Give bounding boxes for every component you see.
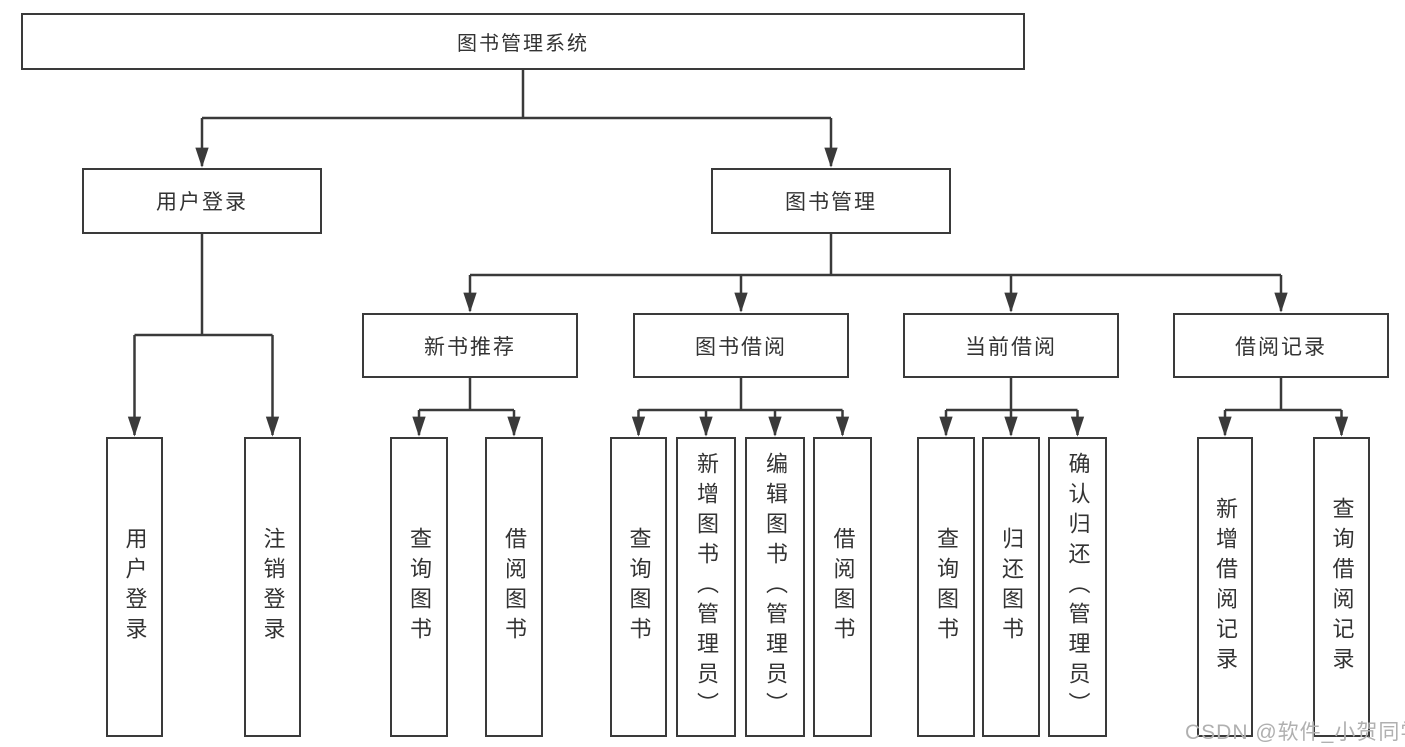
leaf-query-book-3: 查询图书 — [917, 437, 975, 737]
leaf-user-login: 用户登录 — [106, 437, 163, 737]
connector-root-to-level1 — [202, 70, 831, 120]
leaf-query-book-2: 查询图书 — [610, 437, 667, 737]
node-book-borrow: 图书借阅 — [633, 313, 849, 378]
leaf-query-borrow-record: 查询借阅记录 — [1313, 437, 1370, 737]
node-book-management: 图书管理 — [711, 168, 951, 234]
leaf-confirm-return-admin: 确认归还（管理员） — [1048, 437, 1107, 737]
leaf-query-book-1: 查询图书 — [390, 437, 448, 737]
leaf-add-borrow-record: 新增借阅记录 — [1197, 437, 1253, 737]
leaf-borrow-book-2: 借阅图书 — [813, 437, 872, 737]
connector-user-login-children — [134, 234, 273, 337]
leaf-add-book-admin: 新增图书（管理员） — [676, 437, 736, 737]
node-root-library-system: 图书管理系统 — [21, 13, 1025, 70]
node-new-book-recommend: 新书推荐 — [362, 313, 578, 378]
node-current-borrow: 当前借阅 — [903, 313, 1119, 378]
leaf-borrow-book-1: 借阅图书 — [485, 437, 543, 737]
connector-book-borrow-children — [638, 378, 843, 412]
node-borrow-record: 借阅记录 — [1173, 313, 1389, 378]
connector-book-management-to-level2 — [470, 234, 1281, 277]
connector-borrow-record-children — [1225, 378, 1342, 412]
leaf-logout: 注销登录 — [244, 437, 301, 737]
csdn-watermark: CSDN @软件_小贺同学 — [1185, 721, 1405, 744]
node-user-login: 用户登录 — [82, 168, 322, 234]
leaf-edit-book-admin: 编辑图书（管理员） — [745, 437, 805, 737]
leaf-return-book: 归还图书 — [982, 437, 1040, 737]
connector-current-borrow-children — [946, 378, 1078, 412]
connector-new-book-children — [419, 378, 514, 412]
